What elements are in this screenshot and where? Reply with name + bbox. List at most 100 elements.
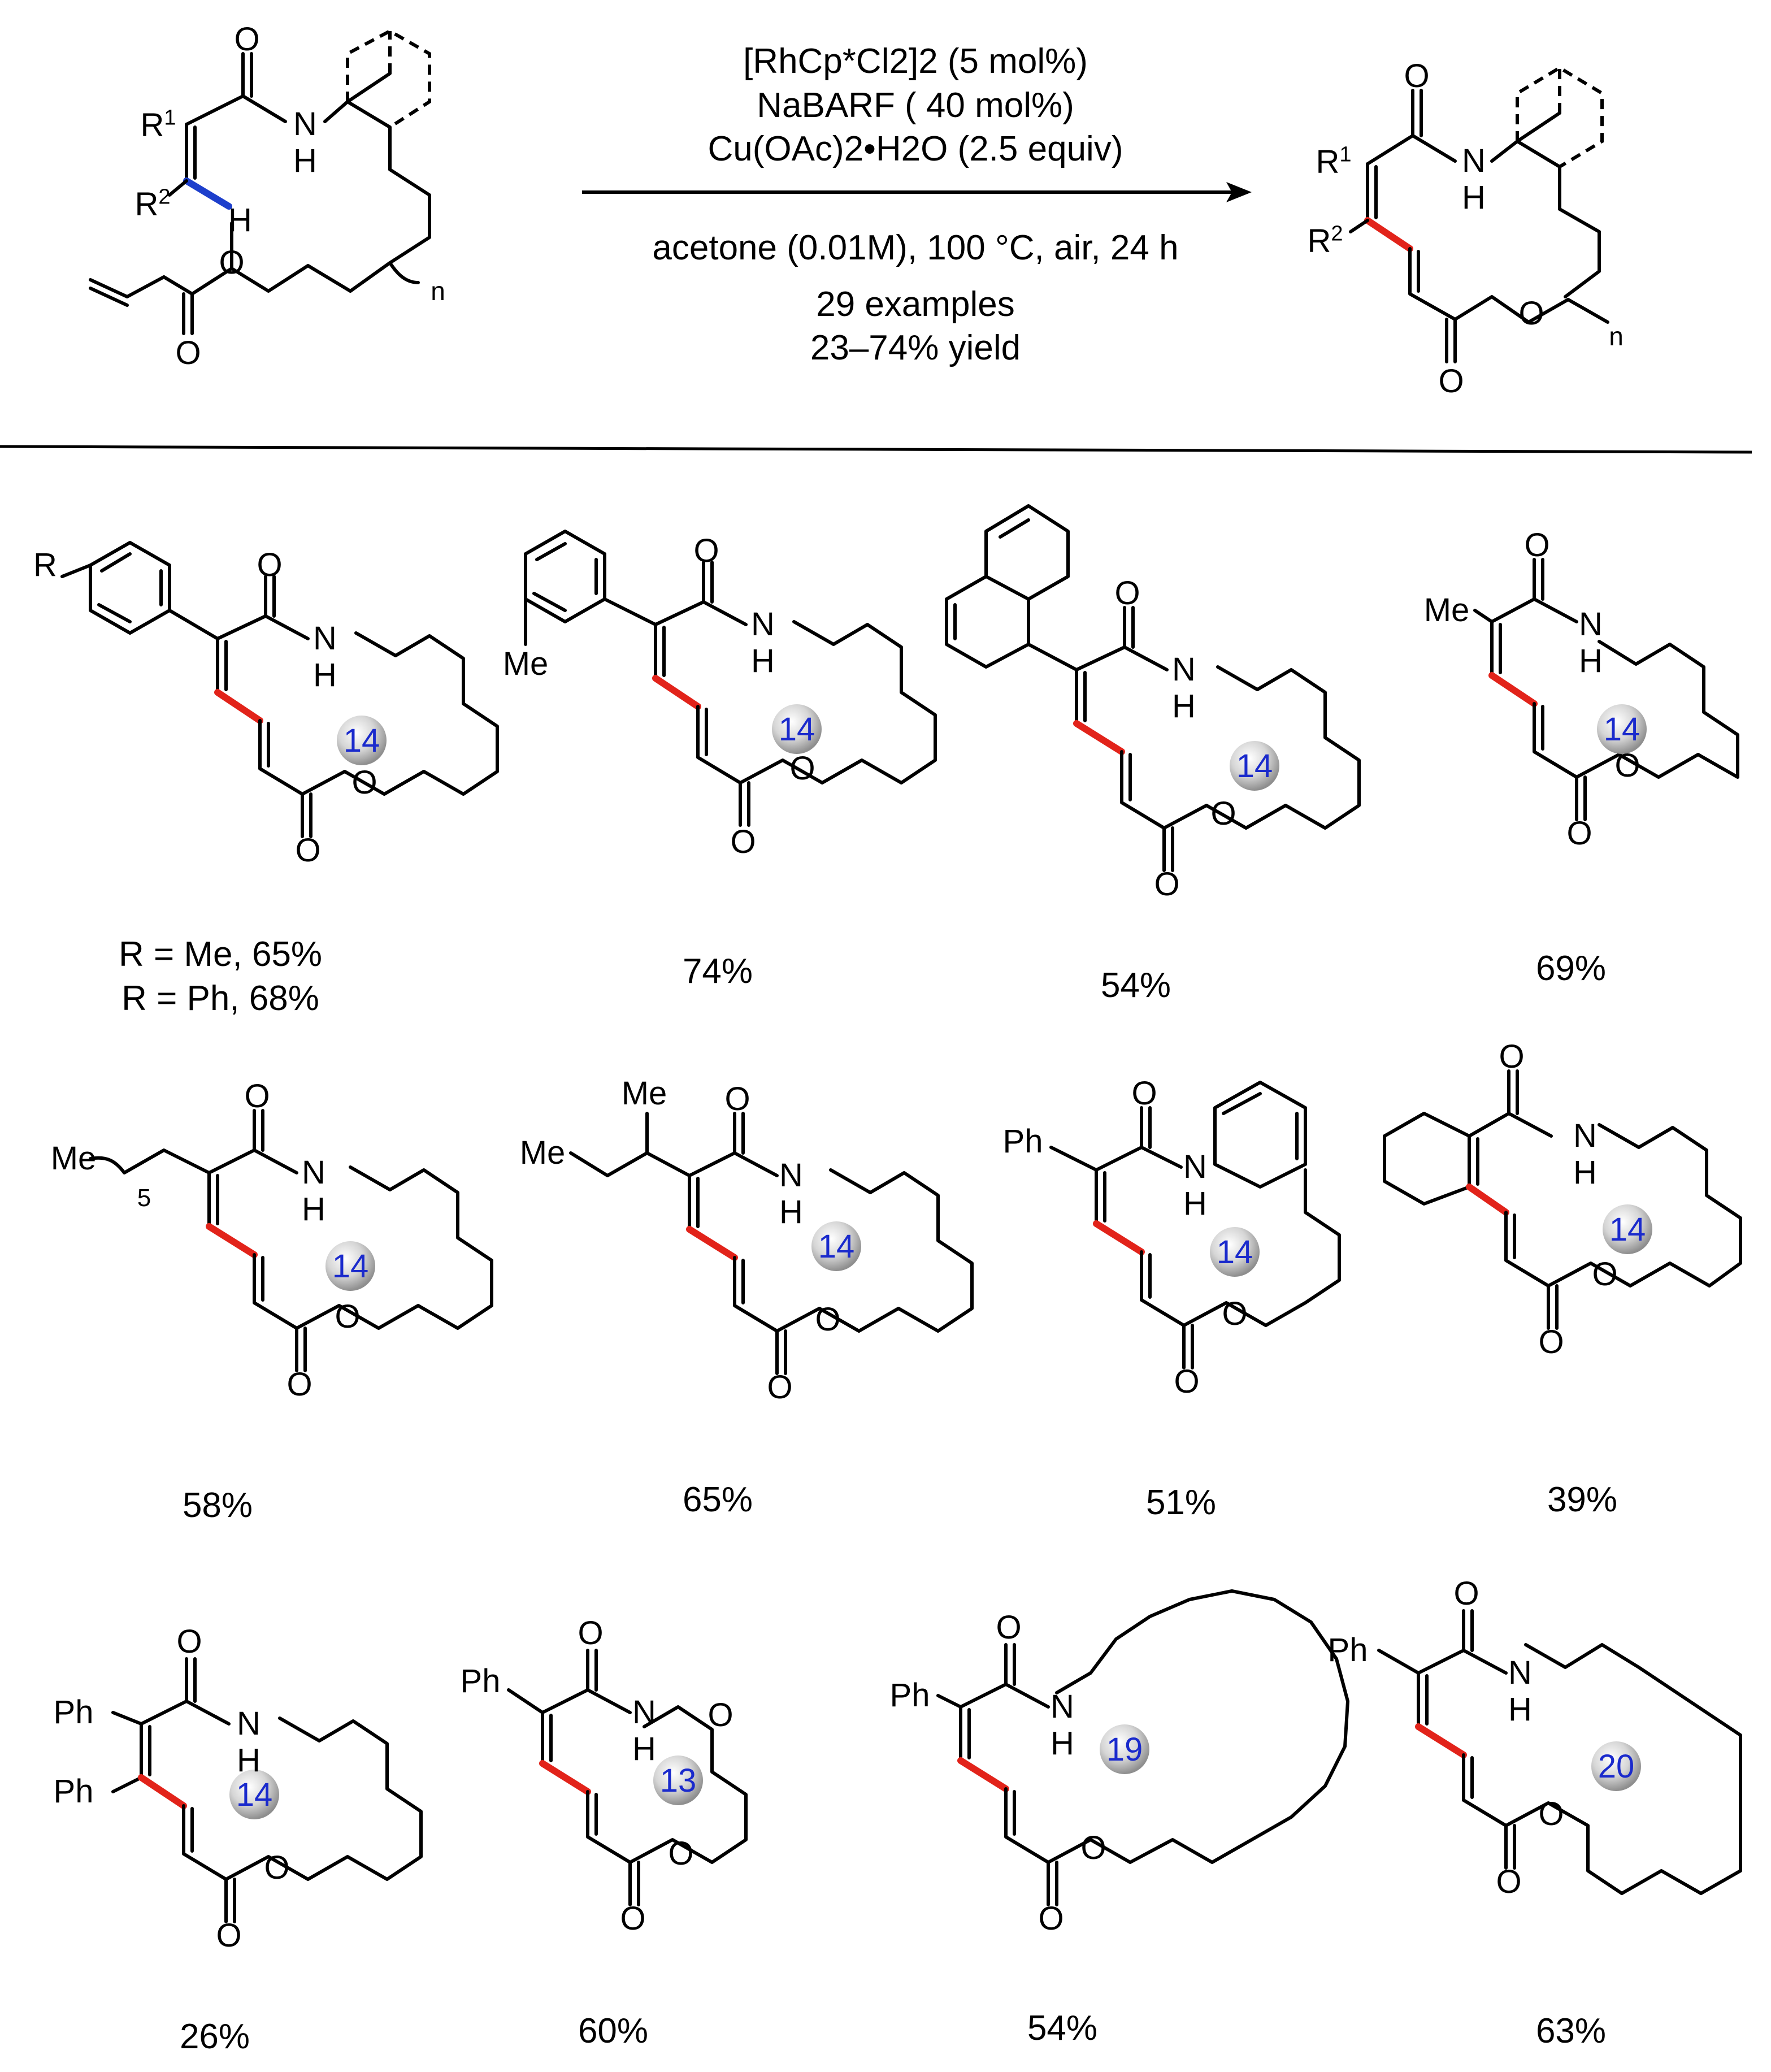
ring-size-number: 14: [236, 1776, 273, 1813]
ring-size-ball: [811, 1221, 861, 1271]
ring-size-ball: [1210, 1227, 1260, 1277]
ring-size-ball: [229, 1770, 279, 1819]
solvent-text: acetone (0.01M), 100 °C, air, 24 h: [652, 228, 1179, 267]
ring-size-ball: [1100, 1724, 1149, 1774]
ring-size-ball: [1603, 1204, 1652, 1254]
ring-size-ball: [772, 704, 822, 754]
atom-label-h: H: [751, 643, 775, 679]
yield-example-10: 60%: [578, 2012, 649, 2051]
atom-label-o: O: [1453, 1575, 1479, 1612]
example-5: [89, 1109, 493, 1372]
atom-label-n: N: [1051, 1688, 1074, 1725]
atom-label-o: O: [1174, 1363, 1200, 1400]
yield-example-4: 69%: [1535, 949, 1607, 988]
atom-label-o: O: [1154, 866, 1180, 903]
atom-label-o: O: [1614, 747, 1640, 784]
atom-label-h: H: [1051, 1725, 1074, 1762]
atom-label-n: N: [302, 1154, 325, 1191]
example-10: [507, 1649, 748, 1906]
substrate-amide-h: H: [293, 142, 317, 179]
atom-label-n: N: [1579, 606, 1603, 643]
atom-label-h: H: [313, 657, 337, 693]
atom-label-o: O: [295, 832, 321, 869]
atom-label-o: O: [1538, 1796, 1564, 1832]
example-2: [524, 530, 937, 827]
atom-label-n: N: [313, 620, 337, 657]
atom-label-o: O: [1524, 527, 1550, 563]
ring-size-number: 14: [818, 1228, 855, 1265]
atom-label-ph: Ph: [1327, 1632, 1368, 1668]
ring-size-ball: [1597, 704, 1647, 754]
yield-example-6: 65%: [682, 1480, 753, 1519]
ring-size-ball: [325, 1241, 375, 1291]
ring-size-number: 13: [660, 1762, 697, 1799]
atom-label-h: H: [1183, 1185, 1207, 1222]
atom-label-o: O: [264, 1849, 290, 1886]
substrate-h: H: [228, 202, 252, 239]
examples-count-text: 29 examples: [816, 284, 1015, 324]
ring-size-number: 14: [1236, 748, 1273, 784]
atom-label-n: N: [632, 1694, 656, 1731]
atom-label-me: Me: [519, 1134, 566, 1171]
atom-label-ph: Ph: [53, 1694, 94, 1731]
atom-label-n: N: [1183, 1148, 1207, 1185]
atom-label-o: O: [620, 1900, 646, 1937]
product-carbonyl-o: O: [1438, 363, 1464, 400]
atom-label-h: H: [632, 1731, 656, 1767]
substrate-r2: R2: [134, 185, 171, 223]
ring-size-ball: [337, 716, 387, 765]
atom-label-o: O: [668, 1835, 694, 1872]
atom-label-o: O: [1538, 1324, 1564, 1360]
atom-label-n: N: [1573, 1117, 1597, 1154]
atom-label-five: 5: [137, 1184, 151, 1212]
substrate-amide-n: N: [293, 106, 317, 142]
atom-label-o: O: [693, 532, 719, 569]
atom-label-me: Me: [1423, 592, 1470, 628]
atom-label-o: O: [1496, 1863, 1522, 1900]
yield-example-2: 74%: [682, 952, 753, 991]
yield-range-text: 23–74% yield: [810, 328, 1021, 367]
ring-size-number: 14: [779, 711, 815, 748]
product-r2: R2: [1307, 222, 1343, 259]
example-11: [936, 1589, 1349, 1906]
catalyst-text: [RhCp*Cl2]2 (5 mol%): [743, 42, 1088, 81]
atom-label-h: H: [1508, 1691, 1532, 1728]
atom-label-me: Me: [502, 645, 549, 682]
atom-label-n: N: [1172, 651, 1196, 688]
atom-label-o: O: [707, 1697, 733, 1733]
atom-label-n: N: [1508, 1654, 1532, 1691]
ring-size-number: 14: [332, 1248, 369, 1285]
atom-label-o: O: [1210, 795, 1236, 832]
atom-label-ph: Ph: [889, 1677, 930, 1714]
atom-label-r: R: [33, 547, 57, 583]
product-amide-h: H: [1462, 179, 1486, 216]
atom-label-o: O: [335, 1298, 361, 1335]
atom-label-h: H: [779, 1194, 803, 1230]
ring-size-ball: [653, 1755, 703, 1805]
ring-size-number: 20: [1598, 1748, 1635, 1785]
product-amide-n: N: [1462, 142, 1486, 179]
atom-label-h: H: [1573, 1154, 1597, 1191]
atom-label-o: O: [216, 1917, 242, 1954]
ring-size-ball: [1230, 741, 1279, 791]
atom-label-o: O: [1566, 815, 1592, 852]
atom-label-o: O: [1114, 575, 1140, 612]
conditions-bottom: acetone (0.01M), 100 °C, air, 24 h 29 ex…: [652, 226, 1178, 370]
example-8: [1383, 1069, 1742, 1330]
substrate-amide-o: O: [234, 21, 260, 58]
substrate-n-index: n: [431, 276, 445, 306]
atom-label-o: O: [1499, 1038, 1525, 1075]
ring-size-number: 14: [344, 722, 380, 759]
example-1: [60, 541, 499, 838]
oxidant-text: Cu(OAc)2•H2O (2.5 equiv): [707, 129, 1123, 168]
product-amide-o: O: [1404, 58, 1430, 94]
ring-size-number: 14: [1604, 711, 1640, 748]
yield-example-11: 54%: [1027, 2009, 1098, 2048]
yield-example-1: R = Me, 65% R = Ph, 68%: [118, 935, 323, 1018]
atom-label-o: O: [257, 547, 283, 583]
product-structure: [1349, 66, 1609, 363]
substrate-structure: [89, 29, 431, 335]
product-ester-o: O: [1518, 295, 1544, 332]
